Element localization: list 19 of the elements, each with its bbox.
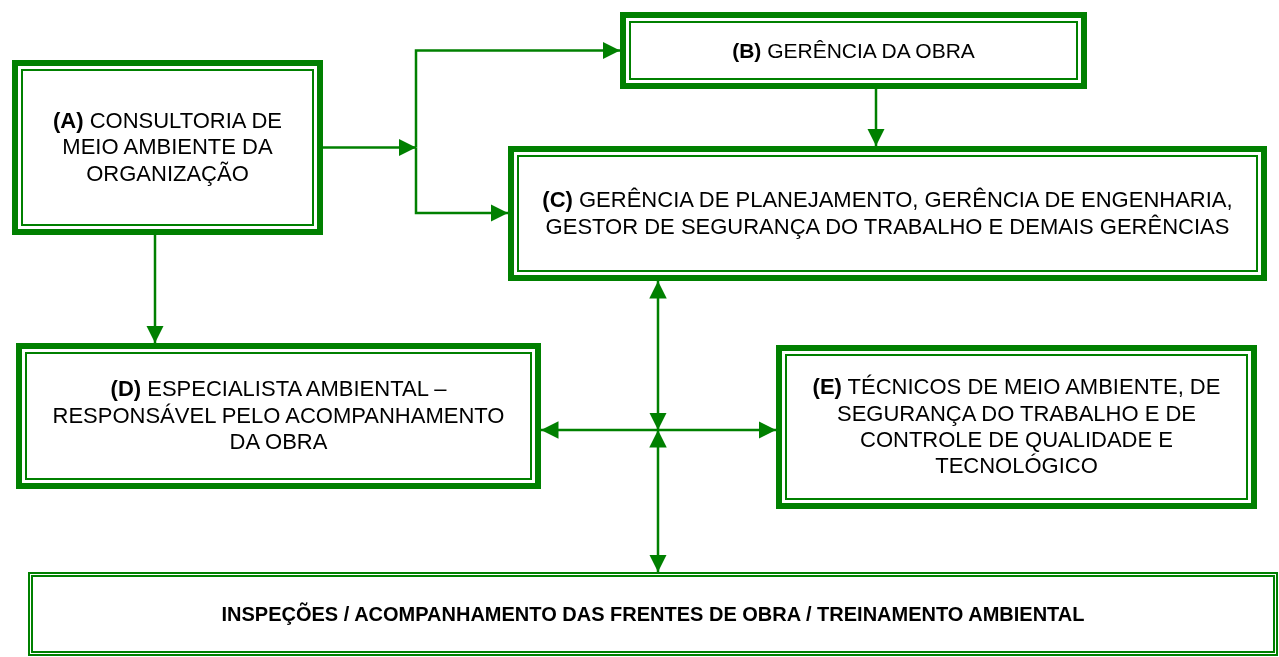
arrow <box>649 281 667 572</box>
box-label: (D) ESPECIALISTA AMBIENTAL – RESPONSÁVEL PELO ACOMPANHAMENTO DA OBRA <box>51 376 506 456</box>
arrow <box>541 421 776 439</box>
arrow <box>414 147 508 222</box>
process-box <box>620 12 1087 89</box>
process-box <box>508 146 1267 281</box>
box-label: (B) GERÊNCIA DA OBRA <box>732 37 975 64</box>
box-label: (E) TÉCNICOS DE MEIO AMBIENTE, DE SEGURANÇA DO TRABALHO E DE CONTROLE DE QUALIDADE E TECNOLÓGICO <box>811 374 1222 480</box>
process-box <box>12 60 323 235</box>
arrow <box>867 89 885 146</box>
box-label: INSPEÇÕES / ACOMPANHAMENTO DAS FRENTES DE OBRA / TREINAMENTO AMBIENTAL <box>221 602 1085 626</box>
arrow <box>323 138 416 157</box>
arrow <box>146 235 164 343</box>
process-box <box>16 343 541 489</box>
box-label: (C) GERÊNCIA DE PLANEJAMENTO, GERÊNCIA DE ENGENHARIA, GESTOR DE SEGURANÇA DO TRABALHO E DEMAIS GERÊNCIAS <box>541 187 1234 240</box>
process-box <box>28 572 1278 656</box>
arrow <box>414 41 620 148</box>
process-box <box>776 345 1257 509</box>
box-label: (A) CONSULTORIA DE MEIO AMBIENTE DA ORGANIZAÇÃO <box>52 107 283 188</box>
